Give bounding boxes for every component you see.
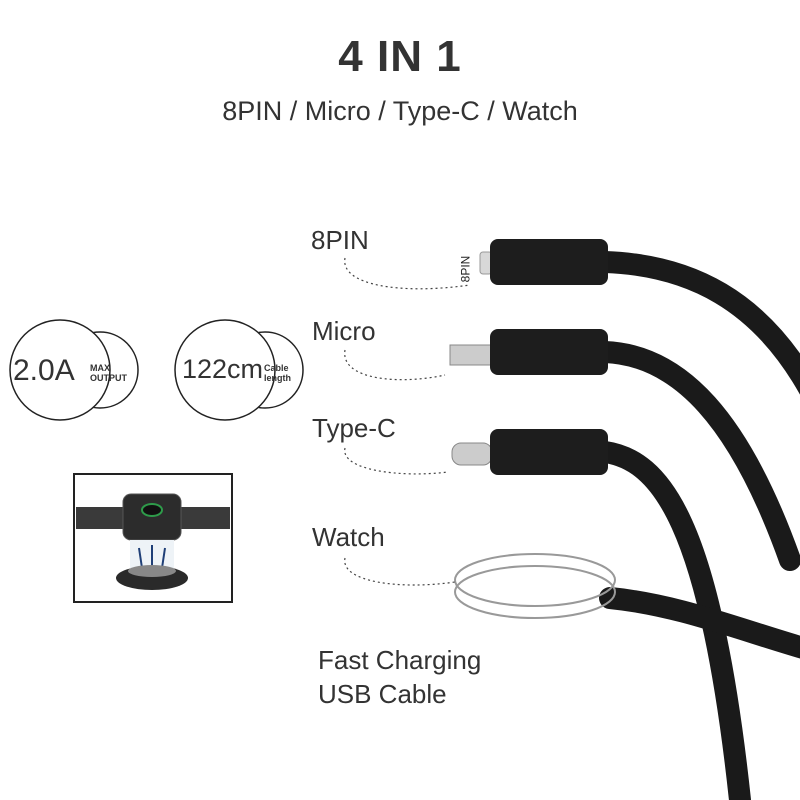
label-arrows — [344, 257, 471, 586]
footer-caption: Fast Charging USB Cable — [318, 643, 481, 711]
connector-type-c — [451, 429, 608, 475]
connector-8pin — [479, 239, 608, 285]
spec-length-value: 122cm — [182, 354, 264, 384]
caption-line: Cable — [264, 363, 289, 373]
tip-marking-8pin: 8PIN — [458, 255, 473, 283]
page-title: 4 IN 1 — [338, 32, 462, 81]
caption-line: length — [264, 373, 291, 383]
spec-badge-length — [174, 319, 304, 421]
footer-line: USB Cable — [318, 679, 447, 709]
label-type-c: Type-C — [312, 413, 396, 443]
label-micro: Micro — [312, 316, 376, 346]
footer-line: Fast Charging — [318, 645, 482, 675]
caption-line: OUTPUT — [90, 373, 127, 383]
label-8pin: 8PIN — [311, 225, 369, 255]
spec-current-value: 2.0A — [13, 354, 75, 387]
cables — [594, 251, 800, 800]
connector-watch-puck — [454, 553, 616, 619]
label-watch: Watch — [312, 522, 385, 552]
spec-badge-current — [9, 319, 139, 421]
watch-charging-illustration — [73, 473, 233, 603]
caption-line: MAX — [90, 363, 110, 373]
page-subtitle: 8PIN / Micro / Type-C / Watch — [222, 96, 578, 126]
connector-micro — [449, 329, 608, 375]
